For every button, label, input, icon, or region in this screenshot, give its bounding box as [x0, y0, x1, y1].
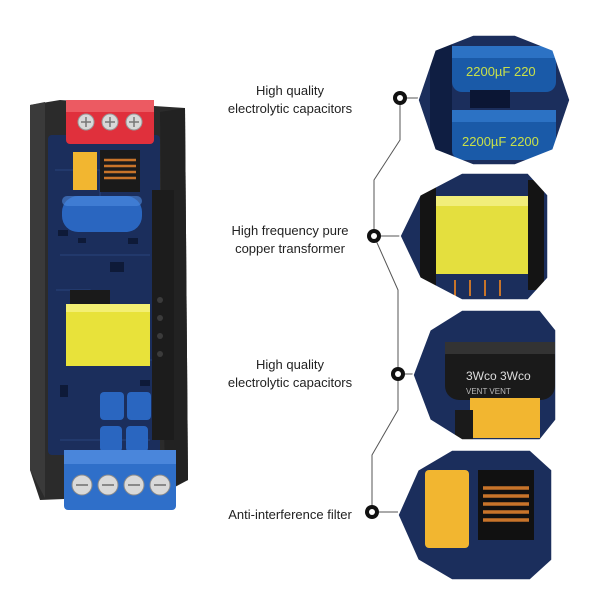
connector-lines	[371, 97, 418, 513]
closeup-capacitors-2: 3Wco 3Wco VENT VENT	[413, 310, 556, 440]
hexagon-frame-3	[412, 309, 557, 441]
closeup-capacitors-1: 2200µF 220 2200µF 2200	[418, 35, 570, 165]
closeup-transformer	[400, 173, 548, 300]
capacitor-print-vent: VENT VENT	[466, 387, 511, 396]
feature-label-line: High quality	[256, 357, 324, 372]
feature-label-line: electrolytic capacitors	[227, 101, 353, 116]
output-capacitor-1	[100, 392, 124, 420]
feature-label-line: electrolytic capacitors	[227, 375, 353, 390]
feature-label-line: Anti-interference filter	[228, 507, 352, 522]
hexagon-frame-4	[397, 449, 553, 581]
feature-label-filter: Anti-interference filter	[210, 506, 370, 524]
feature-label-capacitors-1: High quality electrolytic capacitors	[210, 82, 370, 118]
transformer	[66, 304, 150, 366]
feature-label-capacitors-2: High quality electrolytic capacitors	[210, 356, 370, 392]
feature-label-line: copper transformer	[235, 241, 345, 256]
feature-label-line: High quality	[256, 83, 324, 98]
capacitor-print-top: 2200µF 220	[466, 64, 536, 79]
feature-label-transformer: High frequency pure copper transformer	[210, 222, 370, 258]
heatsink	[152, 190, 174, 440]
housing-side	[30, 102, 45, 498]
closeup-filter	[398, 450, 552, 580]
output-capacitor-4	[126, 426, 148, 452]
capacitor-print-mark: 3Wco 3Wco	[466, 369, 531, 383]
connector-dots	[365, 91, 407, 519]
input-terminal	[64, 450, 176, 510]
output-capacitor-3	[100, 426, 122, 452]
input-terminal-screws	[71, 474, 171, 496]
filter-capacitor	[73, 152, 97, 190]
hexagon-frame-2	[399, 172, 549, 301]
terminal-screws	[77, 113, 143, 131]
capacitor-print-bottom: 2200µF 2200	[462, 134, 539, 149]
hexagon-frame-1	[417, 34, 571, 166]
output-capacitor-2	[127, 392, 151, 420]
power-supply-board	[30, 100, 188, 510]
feature-label-line: High frequency pure	[231, 223, 349, 238]
transformer-core	[70, 290, 110, 306]
